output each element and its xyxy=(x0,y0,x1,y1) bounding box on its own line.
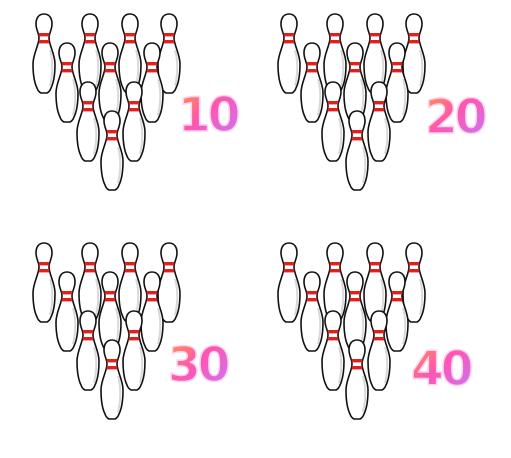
bowling-pin-icon xyxy=(98,42,122,123)
bowling-pin-icon xyxy=(385,42,409,123)
bowling-pin-icon xyxy=(55,42,79,123)
bowling-pin-icon xyxy=(323,242,347,323)
bowling-pin-icon xyxy=(122,310,146,391)
bowling-pin-icon xyxy=(345,110,369,191)
bowling-pin-icon xyxy=(140,42,164,123)
bowling-pin-icon xyxy=(321,81,345,162)
bowling-pin-icon xyxy=(140,271,164,352)
bowling-pins-cluster xyxy=(32,13,181,191)
bowling-pin-icon xyxy=(78,242,102,323)
number-label: 20 xyxy=(425,90,486,145)
bowling-pin-icon xyxy=(100,339,124,420)
number-label: 30 xyxy=(168,338,229,393)
bowling-pin-icon xyxy=(76,310,100,391)
bowling-pin-icon xyxy=(367,81,391,162)
bowling-pin-icon xyxy=(157,242,181,323)
pin-group-40: 40 xyxy=(245,229,500,458)
pin-group-30: 30 xyxy=(0,229,255,458)
bowling-pin-icon xyxy=(385,271,409,352)
bowling-pin-icon xyxy=(76,81,100,162)
number-graphic: 40 xyxy=(410,341,475,398)
bowling-pin-icon xyxy=(323,13,347,94)
bowling-pin-icon xyxy=(277,242,301,323)
number-label: 40 xyxy=(411,342,472,397)
bowling-pins-cluster xyxy=(32,242,181,420)
bowling-pin-icon xyxy=(32,242,56,323)
bowling-pin-icon xyxy=(300,42,324,123)
number-graphic: 30 xyxy=(167,337,232,394)
bowling-pin-icon xyxy=(367,310,391,391)
bowling-pin-icon xyxy=(55,271,79,352)
bowling-pin-icon xyxy=(122,81,146,162)
pin-group-10: 10 xyxy=(0,0,255,229)
bowling-pin-icon xyxy=(345,339,369,420)
number-graphic: 20 xyxy=(424,89,489,146)
bowling-pin-icon xyxy=(321,310,345,391)
number-graphic: 10 xyxy=(177,87,242,144)
pin-group-20: 20 xyxy=(245,0,500,229)
bowling-pin-icon xyxy=(157,13,181,94)
bowling-pin-icon xyxy=(402,242,426,323)
bowling-pin-icon xyxy=(100,110,124,191)
bowling-pins-cluster xyxy=(277,242,426,420)
number-label: 10 xyxy=(178,88,239,143)
bowling-pin-icon xyxy=(402,13,426,94)
bowling-pin-icon xyxy=(277,13,301,94)
bowling-pins-cluster xyxy=(277,13,426,191)
bowling-pin-icon xyxy=(32,13,56,94)
bowling-pin-icon xyxy=(300,271,324,352)
